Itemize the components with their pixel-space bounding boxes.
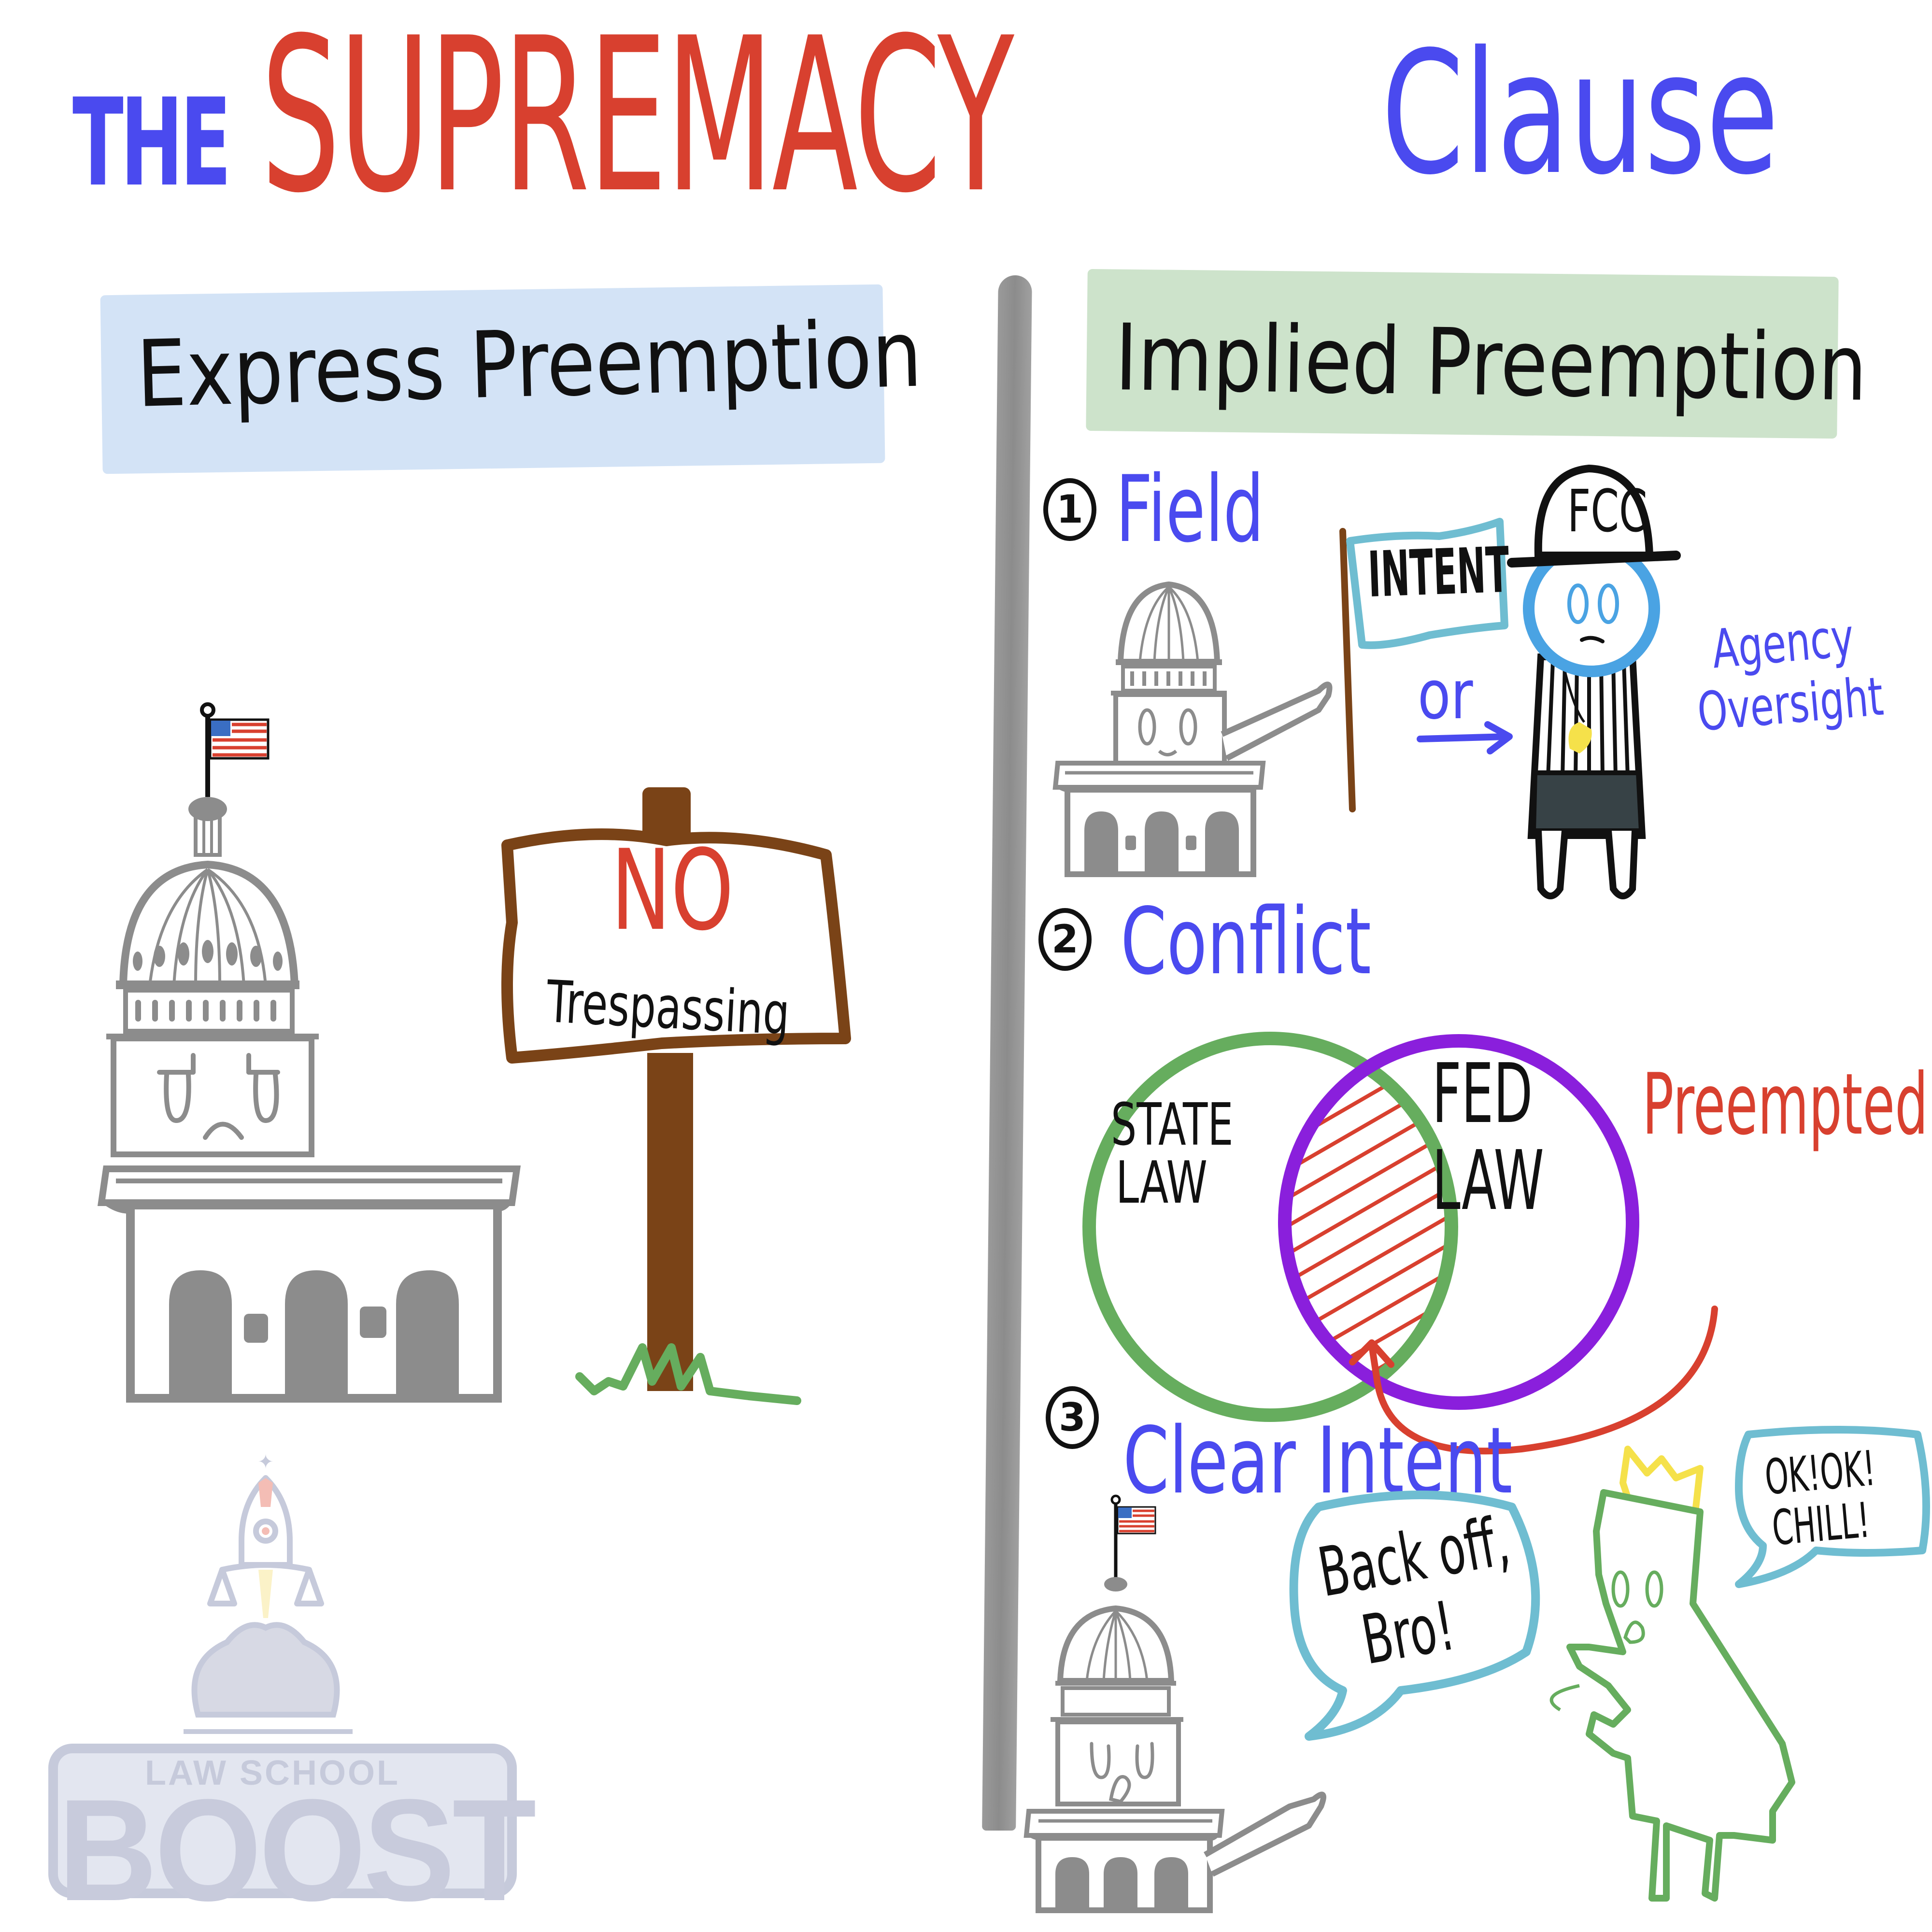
sign-trespassing-text: Trespassing xyxy=(545,968,792,1049)
state-character-icon xyxy=(1549,1446,1795,1902)
capitol-pointing-icon xyxy=(1023,1494,1326,1913)
title-the: THE xyxy=(72,72,231,213)
chill-text: CHILL! xyxy=(1770,1492,1872,1557)
section-3-number: 3 xyxy=(1046,1386,1099,1449)
section-3-clear-intent-label: Clear Intent xyxy=(1123,1407,1513,1514)
intent-flag-text: INTENT xyxy=(1366,533,1511,611)
panel-divider xyxy=(982,275,1032,1831)
express-preemption-heading: Express Preemption xyxy=(135,300,923,428)
logo-boost-text: BOOST xyxy=(58,1769,537,1931)
venn-state-law-line1: STATE xyxy=(1111,1092,1234,1159)
or-connector-text: or xyxy=(1418,656,1473,735)
agency-label: Agency xyxy=(1709,606,1857,681)
arrow-right-icon xyxy=(1417,721,1513,754)
svg-text:✦: ✦ xyxy=(257,1451,274,1473)
venn-diagram-icon xyxy=(1082,1032,1718,1455)
speech-bubble-state-icon xyxy=(1735,1426,1930,1588)
no-trespassing-sign-icon xyxy=(501,787,851,1405)
section-1-field-label: Field xyxy=(1116,456,1264,563)
capitol-building-icon xyxy=(97,702,521,1403)
section-1-number: 1 xyxy=(1043,478,1096,541)
title-supremacy: SUPREMACY xyxy=(261,0,1014,240)
fcc-hat-text: FCC xyxy=(1567,478,1648,545)
implied-preemption-heading: Implied Preemption xyxy=(1114,304,1868,422)
title-clause: Clause xyxy=(1381,15,1779,212)
section-2-conflict-label: Conflict xyxy=(1121,888,1371,995)
logo-law-school-text: LAW SCHOOL xyxy=(145,1754,400,1792)
back-off-text-line2: Bro! xyxy=(1356,1587,1461,1680)
venn-state-law-line2: LAW xyxy=(1116,1150,1208,1217)
oversight-label: Oversight xyxy=(1695,665,1886,743)
law-school-boost-logo-icon: ✦ xyxy=(48,1451,517,1898)
section-2-number: 2 xyxy=(1038,908,1092,971)
venn-fed-law-line2: LAW xyxy=(1432,1133,1544,1229)
venn-fed-law-line1: FED xyxy=(1432,1046,1533,1142)
preempted-label: Preempted xyxy=(1642,1056,1928,1154)
sign-no-text: NO xyxy=(611,826,734,955)
capitol-holding-flag-icon xyxy=(1052,518,1508,877)
speech-bubble-fed-icon xyxy=(1289,1491,1540,1741)
fcc-referee-icon xyxy=(1507,464,1681,899)
